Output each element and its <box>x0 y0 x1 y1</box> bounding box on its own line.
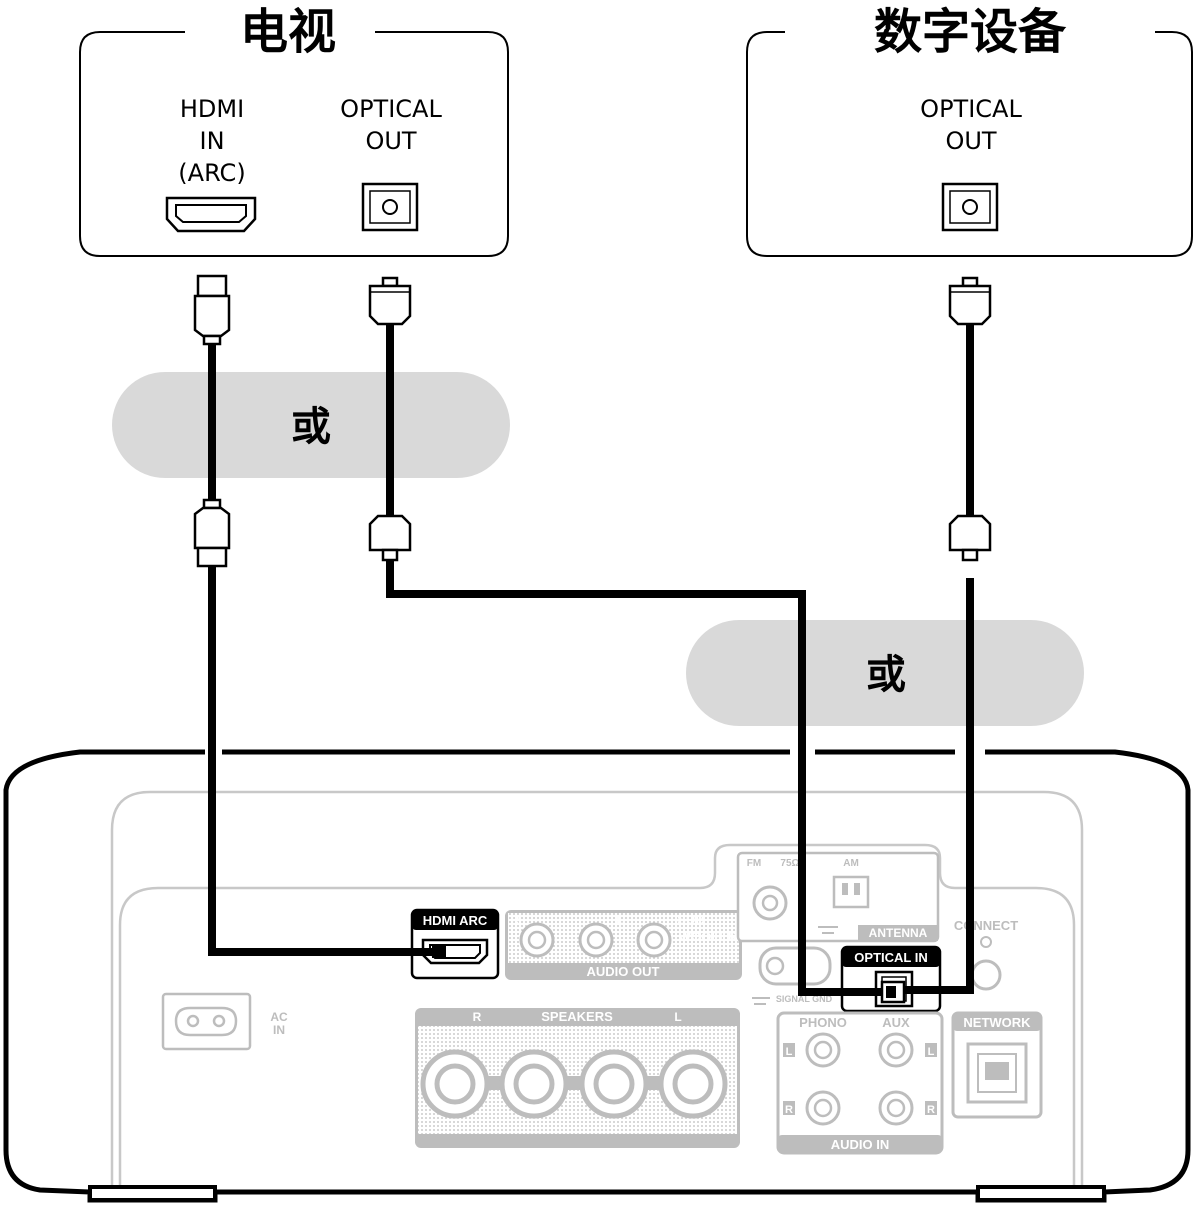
aux-r-label: R <box>927 1104 935 1116</box>
connect-button: CONNECT <box>954 918 1018 991</box>
audio-in-block: PHONO AUX L L R R AUDIO IN <box>776 1011 944 1155</box>
tv-optical-label-2: OUT <box>365 127 416 155</box>
connect-label: CONNECT <box>954 918 1018 933</box>
hdmi-cable <box>193 274 440 956</box>
speakers-r-label: R <box>473 1010 482 1024</box>
receiver-unit <box>3 749 1191 1203</box>
audio-out-l-label: L <box>616 913 623 927</box>
audio-out-label: AUDIO OUT <box>587 964 660 979</box>
antenna-block: FM 75Ω AM ANTENNA <box>736 851 940 943</box>
digital-optical-port-icon <box>941 182 999 232</box>
hdmi-plug-at-receiver <box>432 946 446 958</box>
am-label: AM <box>843 858 859 869</box>
signal-gnd-terminal: SIGNAL GND <box>752 946 833 1005</box>
aux-label: AUX <box>882 1015 910 1030</box>
tv-device: 电视 HDMI IN (ARC) OPTICAL OUT <box>79 4 509 257</box>
tv-hdmi-label-2: IN <box>199 127 224 155</box>
woofer-label: WOOFER <box>679 929 738 944</box>
tv-optical-port-icon <box>361 182 419 232</box>
or-label-right: 或 <box>866 652 906 698</box>
speakers-l-label: L <box>674 1010 681 1024</box>
aux-l-label: L <box>928 1046 935 1058</box>
speakers-block: R SPEAKERS L <box>415 1008 740 1148</box>
phono-l-label: L <box>786 1046 793 1058</box>
or-bubble-right: 或 <box>686 620 1084 726</box>
tv-optical-cable <box>368 276 900 996</box>
audio-out-block: R L SUB WOOFER AUDIO OUT <box>505 910 742 980</box>
tv-hdmi-label-3: (ARC) <box>178 159 245 187</box>
or-label-left: 或 <box>291 404 331 450</box>
tv-title: 电视 <box>240 4 336 60</box>
antenna-label: ANTENNA <box>869 926 928 940</box>
optical-plug-at-receiver <box>880 980 906 1004</box>
device-optical-cable <box>900 276 992 994</box>
signal-gnd-label: SIGNAL GND <box>776 994 833 1004</box>
tv-hdmi-port-icon <box>165 196 257 233</box>
network-port: NETWORK <box>951 1011 1043 1119</box>
digital-optical-label-1: OPTICAL <box>920 95 1022 123</box>
speakers-label: SPEAKERS <box>541 1009 613 1024</box>
sub-label: SUB <box>677 912 704 927</box>
phono-r-label: R <box>785 1104 793 1116</box>
fm-label: FM <box>747 858 761 869</box>
digital-optical-label-2: OUT <box>945 127 996 155</box>
tv-hdmi-label-1: HDMI <box>180 95 244 123</box>
or-bubble-left: 或 <box>112 372 510 478</box>
digital-device: 数字设备 OPTICAL OUT <box>746 4 1193 257</box>
fm-ohm-label: 75Ω <box>780 858 799 869</box>
audio-in-label: AUDIO IN <box>831 1137 890 1152</box>
audio-out-r-label: R <box>511 913 520 927</box>
tv-optical-label-1: OPTICAL <box>340 95 442 123</box>
phono-label: PHONO <box>799 1015 847 1030</box>
ac-in-label: IN <box>273 1023 285 1037</box>
digital-device-title: 数字设备 <box>874 4 1067 60</box>
ac-inlet: AC IN <box>161 992 288 1051</box>
network-label: NETWORK <box>963 1015 1031 1030</box>
optical-in-label: OPTICAL IN <box>854 950 927 965</box>
hdmi-arc-port: HDMI ARC <box>410 908 500 980</box>
ac-label: AC <box>270 1010 288 1024</box>
hdmi-arc-label: HDMI ARC <box>423 913 488 928</box>
